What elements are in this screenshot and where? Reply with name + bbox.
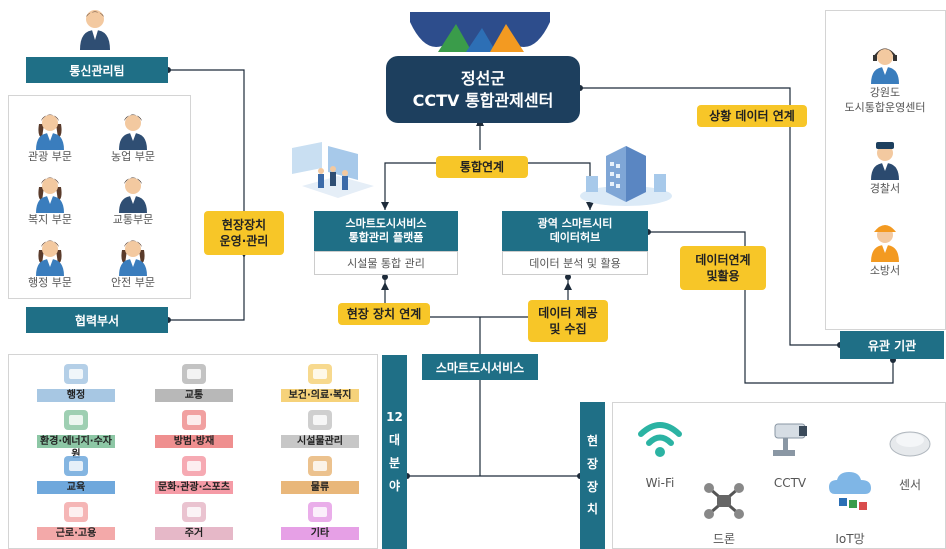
platform-illustration xyxy=(292,142,374,198)
facility-worker-icon xyxy=(304,404,336,434)
person-female-icon xyxy=(116,236,150,276)
logo xyxy=(410,12,550,52)
department-label: 관광 부문 xyxy=(28,150,72,163)
department-label: 교통부문 xyxy=(112,213,154,226)
control-center-box: 정선군 CCTV 통합관제센터 xyxy=(386,56,580,123)
agency-label-line1: 강원도 xyxy=(869,86,901,99)
twelve-fields-bar: 12 대 분 야 xyxy=(382,355,407,549)
situation-data-tag: 상황 데이터 연계 xyxy=(697,105,807,127)
employment-icon xyxy=(60,496,92,526)
tools-icon xyxy=(304,496,336,526)
person-female-icon xyxy=(33,173,67,213)
devices-char-3: 장 xyxy=(586,479,599,494)
logistics-icon xyxy=(304,450,336,480)
police-car-icon xyxy=(178,404,210,434)
device-label: IoT망 xyxy=(835,532,865,546)
field-link-tag: 현장 장치 연계 xyxy=(338,303,430,325)
fields-char-3: 분 xyxy=(388,456,401,470)
data-collect-tag: 데이터 제공 및 수집 xyxy=(528,300,608,342)
police-officer-icon xyxy=(868,140,902,180)
culture-flag-icon xyxy=(178,450,210,480)
agency-label: 소방서 xyxy=(840,264,930,279)
category-label: 방범·방재 xyxy=(155,435,233,448)
drone-icon xyxy=(699,478,749,524)
wifi-icon xyxy=(635,416,685,462)
category-label: 물류 xyxy=(281,481,359,494)
category-label: 환경·에너지·수자원 xyxy=(37,435,115,460)
iot-cloud-icon xyxy=(825,468,875,514)
field-ops-tag: 현장장치 운영·관리 xyxy=(204,211,284,255)
education-icon xyxy=(60,450,92,480)
department-label: 복지 부문 xyxy=(28,213,72,226)
hub-title-line2: 데이터허브 xyxy=(549,231,601,244)
category-label: 교통 xyxy=(155,389,233,402)
data-hub-illustration xyxy=(580,146,672,206)
category-label: 기타 xyxy=(281,527,359,540)
doctor-consult-icon xyxy=(304,358,336,388)
fields-char-4: 야 xyxy=(388,478,401,493)
platform-title-line2: 통합관리 플랫폼 xyxy=(348,231,424,244)
manager-icon xyxy=(80,10,110,50)
house-icon xyxy=(178,496,210,526)
department-label: 농업 부문 xyxy=(111,150,155,163)
fields-char-2: 대 xyxy=(388,433,401,448)
cctv-icon xyxy=(765,416,815,462)
related-agency-box: 유관 기관 xyxy=(840,331,944,359)
device-label: 드론 xyxy=(712,532,736,546)
person-female-icon xyxy=(33,110,67,150)
data-link-line1: 데이터연계 xyxy=(695,252,751,267)
data-link-tag: 데이터연계 및활용 xyxy=(680,246,766,290)
integration-tag: 통합연계 xyxy=(436,156,528,178)
data-collect-line2: 및 수집 xyxy=(549,322,587,336)
platform-sub: 시설물 통합 관리 xyxy=(314,251,458,275)
device-label: 센서 xyxy=(898,478,922,492)
agency-label-line1: 소방서 xyxy=(869,264,901,277)
platform-box: 스마트도시서비스 통합관리 플랫폼 xyxy=(314,211,458,251)
firefighter-icon xyxy=(868,222,902,262)
comm-team-box: 통신관리팀 xyxy=(26,57,168,83)
category-label: 행정 xyxy=(37,389,115,402)
field-devices-bar: 현 장 장 치 xyxy=(580,402,605,549)
field-ops-line1: 현장장치 xyxy=(221,217,267,232)
category-label: 보건·의료·복지 xyxy=(281,389,359,402)
department-label: 안전 부문 xyxy=(111,276,155,289)
person-female-icon xyxy=(33,236,67,276)
coop-dept-box: 협력부서 xyxy=(26,307,168,333)
category-label: 문화·관광·스포츠 xyxy=(155,481,233,494)
device-label: Wi-Fi xyxy=(645,476,675,490)
agency-label-line2: 도시통합운영센터 xyxy=(844,100,926,114)
center-title-line1: 정선군 xyxy=(460,68,506,88)
department-label: 행정 부문 xyxy=(28,276,72,289)
center-title-line2: CCTV 통합관제센터 xyxy=(412,90,554,110)
devices-char-2: 장 xyxy=(586,456,599,471)
agency-label-line1: 경찰서 xyxy=(869,182,901,195)
fields-char-1: 12 xyxy=(386,410,403,425)
operator-headset-icon xyxy=(868,44,902,84)
bus-icon xyxy=(178,358,210,388)
devices-char-1: 현 xyxy=(586,433,599,448)
person-male-icon xyxy=(116,173,150,213)
environment-icon xyxy=(60,404,92,434)
platform-title-line1: 스마트도시서비스 xyxy=(345,216,427,230)
field-ops-line2: 운영·관리 xyxy=(219,234,269,248)
agency-label: 경찰서 xyxy=(840,182,930,197)
hub-title-line1: 광역 스마트시티 xyxy=(537,216,613,230)
data-link-line2: 및활용 xyxy=(706,269,740,283)
sensor-icon xyxy=(885,416,935,462)
devices-char-4: 치 xyxy=(586,502,599,517)
category-label: 근로·고용 xyxy=(37,527,115,540)
category-label: 주거 xyxy=(155,527,233,540)
data-hub-box: 광역 스마트시티 데이터허브 xyxy=(502,211,648,251)
person-male-icon xyxy=(116,110,150,150)
category-label: 시설물관리 xyxy=(281,435,359,448)
government-building-icon xyxy=(60,358,92,388)
data-collect-line1: 데이터 제공 xyxy=(538,305,598,320)
smart-service-box: 스마트도시서비스 xyxy=(422,354,538,380)
category-label: 교육 xyxy=(37,481,115,494)
device-label: CCTV xyxy=(773,476,807,490)
data-hub-sub: 데이터 분석 및 활용 xyxy=(502,251,648,275)
